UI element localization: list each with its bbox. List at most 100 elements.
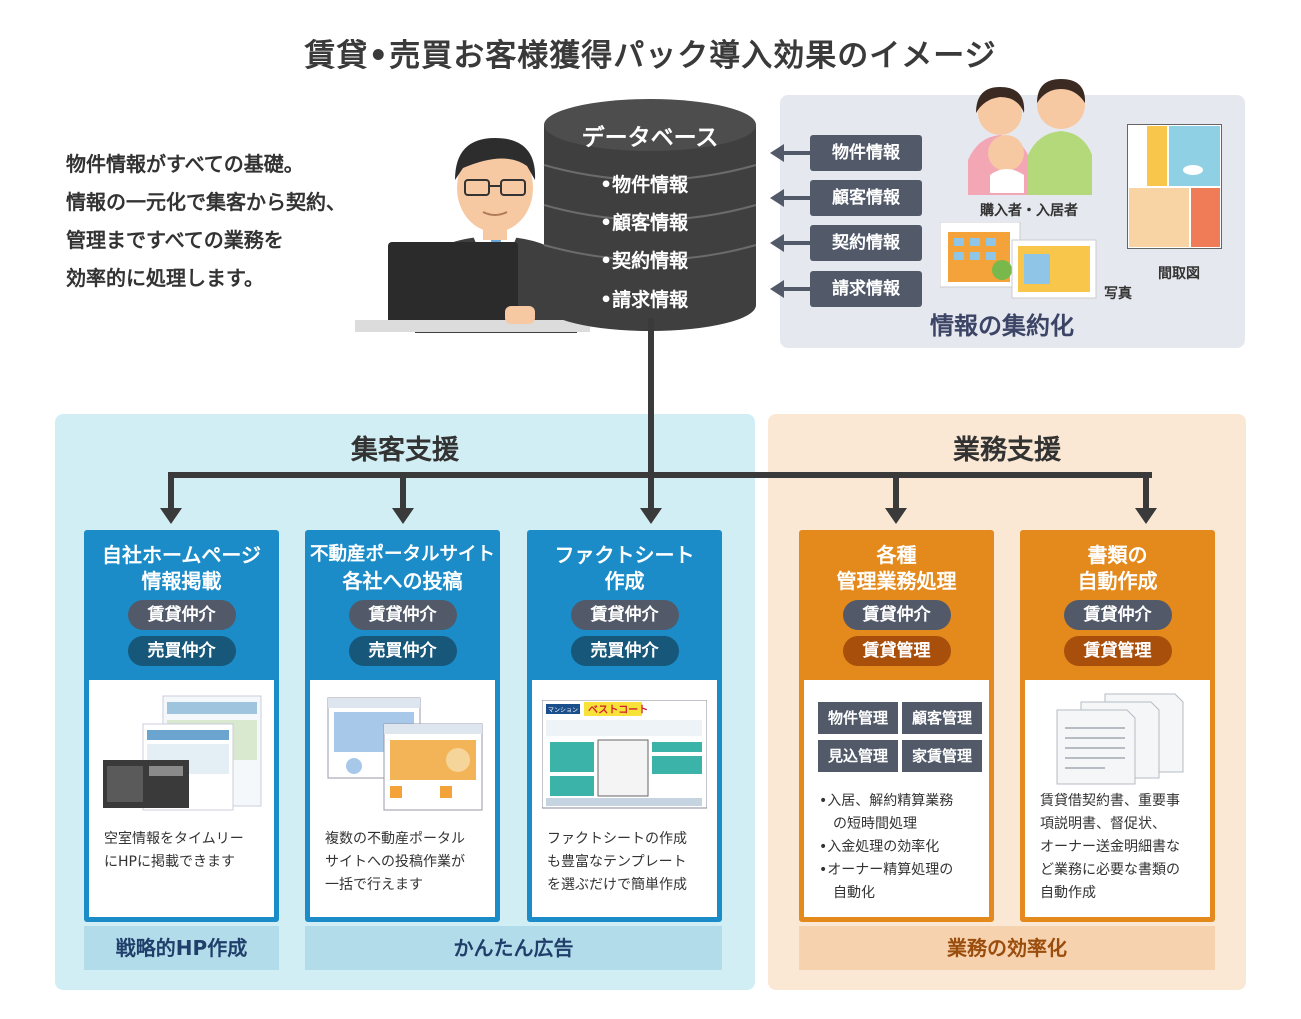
documents-icon: [1056, 693, 1184, 785]
database-cylinder: [543, 99, 757, 331]
card-title-line: 自社ホームページ: [102, 543, 261, 567]
intro-line: 効率的に処理します。: [66, 266, 264, 290]
card-description-line: にHPに掲載できます: [104, 854, 235, 870]
website-screenshots-illustration: [103, 695, 262, 811]
connector-line: [1143, 472, 1149, 508]
info-tag-property: 物件情報: [810, 135, 922, 171]
database-item: •物件情報: [600, 174, 689, 196]
band-easy-advertising: かんたん広告: [305, 926, 722, 970]
card-title: 各種 管理業務処理: [799, 542, 994, 594]
arrow-left-icon: [770, 144, 824, 162]
tag-property-management: 物件管理: [818, 702, 898, 734]
band-strategic-hp: 戦略的HP作成: [84, 926, 279, 970]
card-title: 書類の 自動作成: [1020, 542, 1215, 594]
band-operations-efficiency: 業務の効率化: [799, 926, 1215, 970]
arrow-down-icon: [640, 508, 662, 524]
portal-sites-illustration: [327, 697, 483, 811]
card-body: 空室情報をタイムリー にHPに掲載できます: [89, 680, 274, 917]
pill-sales-brokerage: 売買仲介: [127, 636, 236, 666]
card-management-processing: 各種 管理業務処理 賃貸仲介 賃貸管理 物件管理 顧客管理 見込管理 家賃管理 …: [799, 530, 994, 922]
info-tag-customer: 顧客情報: [810, 180, 922, 216]
tag-rent-management: 家賃管理: [902, 740, 982, 772]
database-item: •顧客情報: [600, 212, 689, 234]
arrow-down-icon: [1135, 508, 1157, 524]
pill-sales-brokerage: 売買仲介: [348, 636, 457, 666]
pill-rental-brokerage: 賃貸仲介: [127, 600, 236, 630]
database-item: •契約情報: [600, 250, 689, 272]
connector-line: [168, 472, 1152, 478]
info-tag-billing: 請求情報: [810, 271, 922, 307]
card-body: 物件管理 顧客管理 見込管理 家賃管理 •入居、解約精算業務 の短時間処理 •入…: [804, 680, 989, 917]
pill-rental-brokerage: 賃貸仲介: [1063, 600, 1172, 630]
card-description: ファクトシートの作成 も豊富なテンプレート を選ぶだけで簡単作成: [547, 828, 707, 897]
card-description-line: 賃貸借契約書、重要事: [1040, 793, 1180, 809]
card-homepage: 自社ホームページ 情報掲載 賃貸仲介 売買仲介 空室情報をタイムリー にHPに掲…: [84, 530, 279, 922]
arrow-left-icon: [770, 189, 824, 207]
card-description-line: ど業務に必要な書類の: [1040, 862, 1180, 878]
connector-line: [168, 472, 174, 508]
photo-label: 写真: [1104, 286, 1132, 302]
card-title: ファクトシート 作成: [527, 542, 722, 594]
connector-line: [400, 472, 406, 508]
card-description-line: の短時間処理: [819, 816, 917, 832]
page-title: 賃貸•売買お客様獲得パック導入効果のイメージ: [304, 38, 997, 74]
connector-line: [893, 472, 899, 508]
intro-line: 情報の一元化で集客から契約、: [66, 190, 346, 214]
card-title-line: 管理業務処理: [836, 569, 957, 593]
card-description: 賃貸借契約書、重要事 項説明書、督促状、 オーナー送金明細書な ど業務に必要な書…: [1040, 790, 1210, 905]
card-description-line: 一括で行えます: [325, 877, 423, 893]
residents-label: 購入者・入居者: [980, 203, 1078, 219]
card-title-line: 各社への投稿: [342, 569, 463, 593]
card-title-line: 自動作成: [1077, 569, 1158, 593]
info-tag-contract: 契約情報: [810, 225, 922, 261]
card-document-generation: 書類の 自動作成 賃貸仲介 賃貸管理 賃貸借契約書、重要事 項説明書、督促状、 …: [1020, 530, 1215, 922]
pill-rental-management: 賃貸管理: [1063, 636, 1172, 666]
card-title-line: ファクトシート: [554, 543, 695, 567]
arrow-left-icon: [770, 280, 824, 298]
card-description-line: 自動作成: [1040, 885, 1096, 901]
card-body: 賃貸借契約書、重要事 項説明書、督促状、 オーナー送金明細書な ど業務に必要な書…: [1025, 680, 1210, 917]
card-title-line: 各種: [876, 543, 917, 567]
card-description-line: サイトへの投稿作業が: [325, 854, 465, 870]
pill-sales-brokerage: 売買仲介: [570, 636, 679, 666]
floorplan-illustration: [1127, 124, 1222, 249]
floorplan-label: 間取図: [1158, 266, 1200, 282]
card-title-line: 作成: [604, 569, 645, 593]
info-collection-label: 情報の集約化: [930, 312, 1074, 340]
pill-rental-brokerage: 賃貸仲介: [842, 600, 951, 630]
card-portal-posting: 不動産ポータルサイト 各社への投稿 賃貸仲介 売買仲介 複数の不動産ポータル サ…: [305, 530, 500, 922]
card-description-line: 空室情報をタイムリー: [104, 831, 244, 847]
card-description-line: ファクトシートの作成: [547, 831, 687, 847]
building-photos-illustration: [940, 222, 1097, 299]
operations-support-heading: 業務支援: [953, 435, 1061, 466]
card-description-line: オーナー送金明細書な: [1040, 839, 1180, 855]
card-title: 不動産ポータルサイト 各社への投稿: [305, 542, 500, 594]
card-description-line: •オーナー精算処理の: [819, 862, 954, 878]
card-description-line: を選ぶだけで簡単作成: [547, 877, 687, 893]
pill-rental-brokerage: 賃貸仲介: [348, 600, 457, 630]
tag-prospect-management: 見込管理: [818, 740, 898, 772]
family-illustration: [968, 79, 1092, 195]
factsheet-tag-text: マンション: [548, 707, 578, 714]
card-description-line: も豊富なテンプレート: [547, 854, 687, 870]
arrow-down-icon: [392, 508, 414, 524]
card-description: 複数の不動産ポータル サイトへの投稿作業が 一括で行えます: [325, 828, 485, 897]
factsheet-illustration: マンション ベストコート: [542, 700, 707, 809]
card-title-line: 不動産ポータルサイト: [309, 544, 495, 565]
card-description: •入居、解約精算業務 の短時間処理 •入金処理の効率化 •オーナー精算処理の 自…: [819, 790, 989, 905]
intro-line: 物件情報がすべての基礎。: [66, 152, 304, 176]
card-title-line: 情報掲載: [141, 569, 222, 593]
pill-rental-brokerage: 賃貸仲介: [570, 600, 679, 630]
database-item: •請求情報: [600, 289, 689, 311]
customer-acquisition-heading: 集客支援: [351, 435, 459, 466]
card-title: 自社ホームページ 情報掲載: [84, 542, 279, 594]
card-description-line: 自動化: [819, 885, 875, 901]
card-description: 空室情報をタイムリー にHPに掲載できます: [104, 828, 264, 874]
arrow-down-icon: [885, 508, 907, 524]
card-description-line: 複数の不動産ポータル: [325, 831, 465, 847]
card-title-line: 書類の: [1087, 543, 1148, 567]
intro-line: 管理まですべての業務を: [66, 228, 284, 252]
card-body: 複数の不動産ポータル サイトへの投稿作業が 一括で行えます: [310, 680, 495, 917]
arrow-left-icon: [770, 234, 824, 252]
arrow-down-icon: [160, 508, 182, 524]
